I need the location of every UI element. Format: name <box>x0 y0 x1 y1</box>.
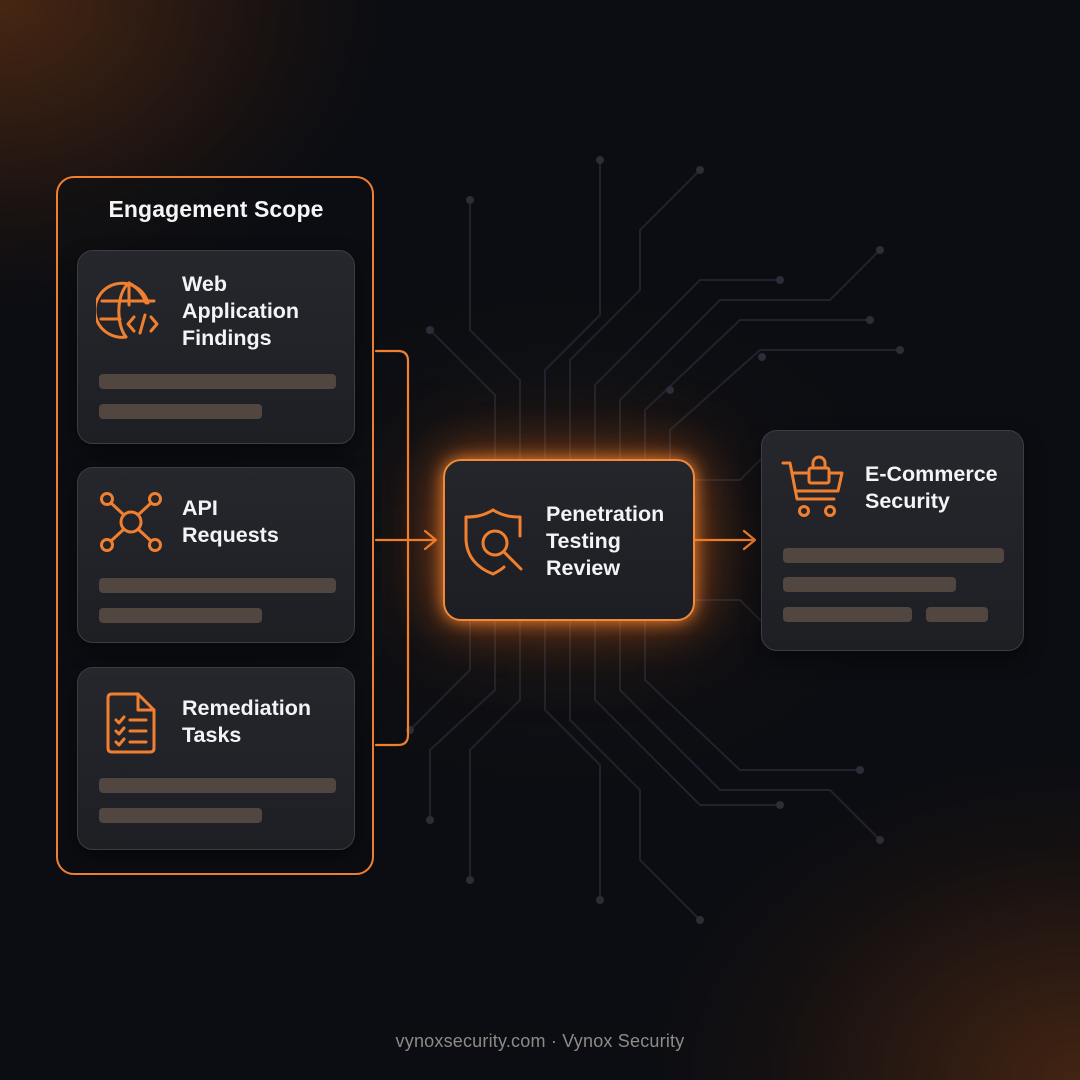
card-title-line: Application <box>182 299 300 323</box>
footer-credit: vynoxsecurity.com · Vynox Security <box>395 1031 685 1051</box>
card-title-line: E-Commerce <box>865 462 998 486</box>
e-commerce-security-card[interactable]: E-Commerce Security <box>761 430 1024 651</box>
card-title-line: Tasks <box>182 723 242 747</box>
placeholder-bar <box>783 607 912 622</box>
card-title-line: Requests <box>182 523 279 547</box>
node-title-line: Testing <box>546 529 621 553</box>
remediation-tasks-card[interactable]: Remediation Tasks <box>77 667 355 850</box>
placeholder-bar <box>99 808 262 823</box>
placeholder-bar <box>99 578 336 593</box>
placeholder-bar <box>99 778 336 793</box>
checklist-icon <box>106 692 156 754</box>
globe-code-icon <box>96 281 159 339</box>
placeholder-bar <box>99 608 262 623</box>
card-title-line: Findings <box>182 326 272 350</box>
placeholder-bar <box>783 548 1004 563</box>
card-title-line: Web <box>182 272 227 296</box>
card-title-line: Security <box>865 489 950 513</box>
card-title-line: Remediation <box>182 696 312 720</box>
shield-search-icon <box>464 508 523 576</box>
api-requests-card[interactable]: API Requests <box>77 467 355 643</box>
placeholder-bar <box>926 607 988 622</box>
node-title-line: Penetration <box>546 502 665 526</box>
cart-lock-icon <box>781 455 844 517</box>
penetration-testing-review-node[interactable]: Penetration Testing Review <box>443 459 695 621</box>
placeholder-bar <box>99 404 262 419</box>
node-title-line: Review <box>546 556 621 580</box>
card-title-line: API <box>182 496 218 520</box>
network-nodes-icon <box>100 492 162 552</box>
placeholder-bar <box>783 577 956 592</box>
engagement-scope-title: Engagement Scope <box>108 196 324 222</box>
placeholder-bar <box>99 374 336 389</box>
web-application-findings-card[interactable]: Web Application Findings <box>77 250 355 444</box>
